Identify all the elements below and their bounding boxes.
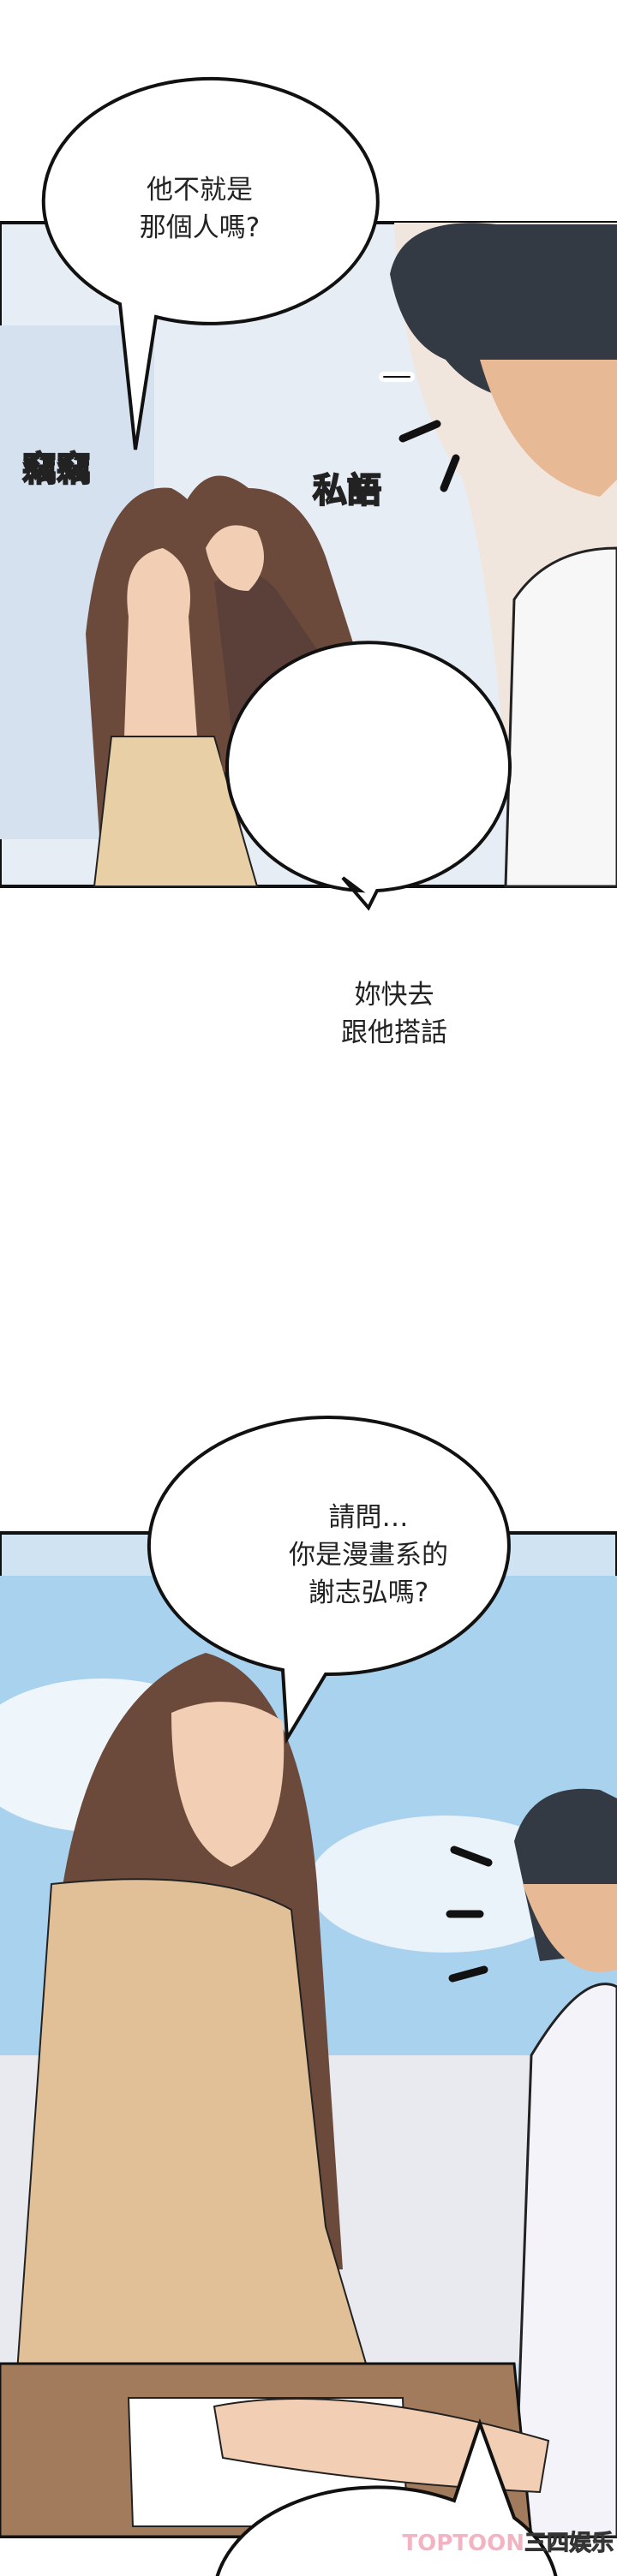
sfx-whisper-2: 私語 bbox=[312, 469, 382, 511]
speech-bubbles bbox=[41, 76, 558, 2576]
motion-lines bbox=[379, 372, 493, 1983]
watermark-site: 三四娱乐 bbox=[524, 2531, 614, 2557]
speech-bubble-3-text: 請問… 你是漫畫系的 謝志弘嗎? bbox=[289, 1502, 448, 1608]
watermark-brand: TOPTOON bbox=[402, 2531, 524, 2556]
sfx-whisper-1: 竊竊 bbox=[21, 448, 92, 490]
speech-bubble-1-text: 他不就是 那個人嗎? bbox=[139, 175, 261, 243]
watermark: TOPTOON三四娱乐 bbox=[402, 2525, 614, 2557]
speech-bubble-2-text: 妳快去 跟他搭話 bbox=[341, 980, 447, 1048]
